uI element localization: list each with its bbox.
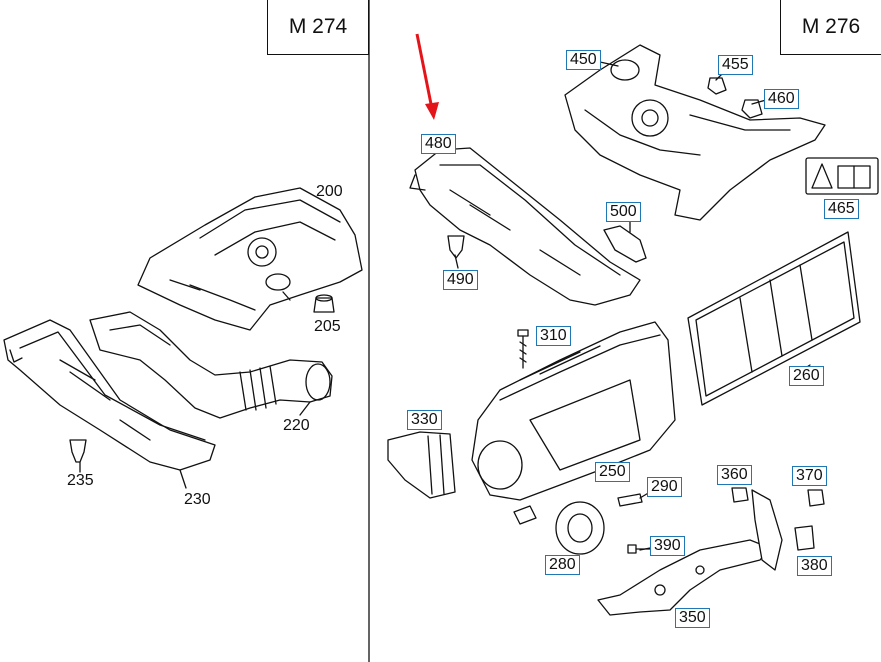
label-360[interactable]: 360 bbox=[717, 465, 752, 485]
cover-500 bbox=[603, 225, 647, 263]
label-350[interactable]: 350 bbox=[675, 608, 710, 628]
label-490[interactable]: 490 bbox=[443, 270, 478, 290]
label-220: 220 bbox=[283, 417, 310, 434]
header-m274: M 274 bbox=[267, 0, 369, 55]
label-330[interactable]: 330 bbox=[407, 410, 442, 430]
label-380[interactable]: 380 bbox=[797, 556, 832, 576]
clip-460 bbox=[741, 99, 763, 119]
intake-hose-220 bbox=[89, 311, 333, 419]
label-390[interactable]: 390 bbox=[650, 536, 685, 556]
air-filter-housing-250 bbox=[471, 321, 676, 501]
bolt-310 bbox=[517, 329, 529, 369]
bracket-arm bbox=[751, 489, 783, 571]
label-230: 230 bbox=[184, 491, 211, 508]
clip-235 bbox=[69, 439, 87, 463]
sensor-290 bbox=[617, 493, 643, 507]
clip-490 bbox=[447, 235, 465, 259]
label-450[interactable]: 450 bbox=[566, 50, 601, 70]
label-465[interactable]: 465 bbox=[824, 199, 859, 219]
cap-205 bbox=[313, 294, 335, 313]
air-duct-480 bbox=[409, 147, 641, 306]
label-205: 205 bbox=[314, 318, 341, 335]
warning-label-465 bbox=[805, 157, 879, 195]
label-280[interactable]: 280 bbox=[545, 555, 580, 575]
label-310[interactable]: 310 bbox=[536, 326, 571, 346]
pointer-arrow bbox=[415, 33, 439, 120]
bracket-350 bbox=[597, 539, 771, 616]
label-250[interactable]: 250 bbox=[595, 462, 630, 482]
label-290[interactable]: 290 bbox=[647, 477, 682, 497]
label-460[interactable]: 460 bbox=[764, 89, 799, 109]
clip-455 bbox=[707, 77, 727, 95]
label-455[interactable]: 455 bbox=[718, 55, 753, 75]
label-200: 200 bbox=[316, 183, 343, 200]
air-duct-230 bbox=[3, 319, 216, 471]
label-235: 235 bbox=[67, 472, 94, 489]
label-260[interactable]: 260 bbox=[789, 366, 824, 386]
clip-370 bbox=[807, 489, 825, 507]
sensor-housing-280 bbox=[513, 501, 605, 555]
intake-duct-330 bbox=[387, 431, 456, 499]
engine-cover-450 bbox=[564, 44, 826, 221]
filter-element-260 bbox=[687, 231, 861, 406]
clip-360 bbox=[731, 487, 749, 503]
clip-380 bbox=[794, 525, 815, 551]
label-480[interactable]: 480 bbox=[421, 134, 456, 154]
label-500[interactable]: 500 bbox=[606, 202, 641, 222]
header-m276: M 276 bbox=[780, 0, 881, 55]
engine-cover-200 bbox=[137, 187, 363, 331]
label-370[interactable]: 370 bbox=[792, 466, 827, 486]
